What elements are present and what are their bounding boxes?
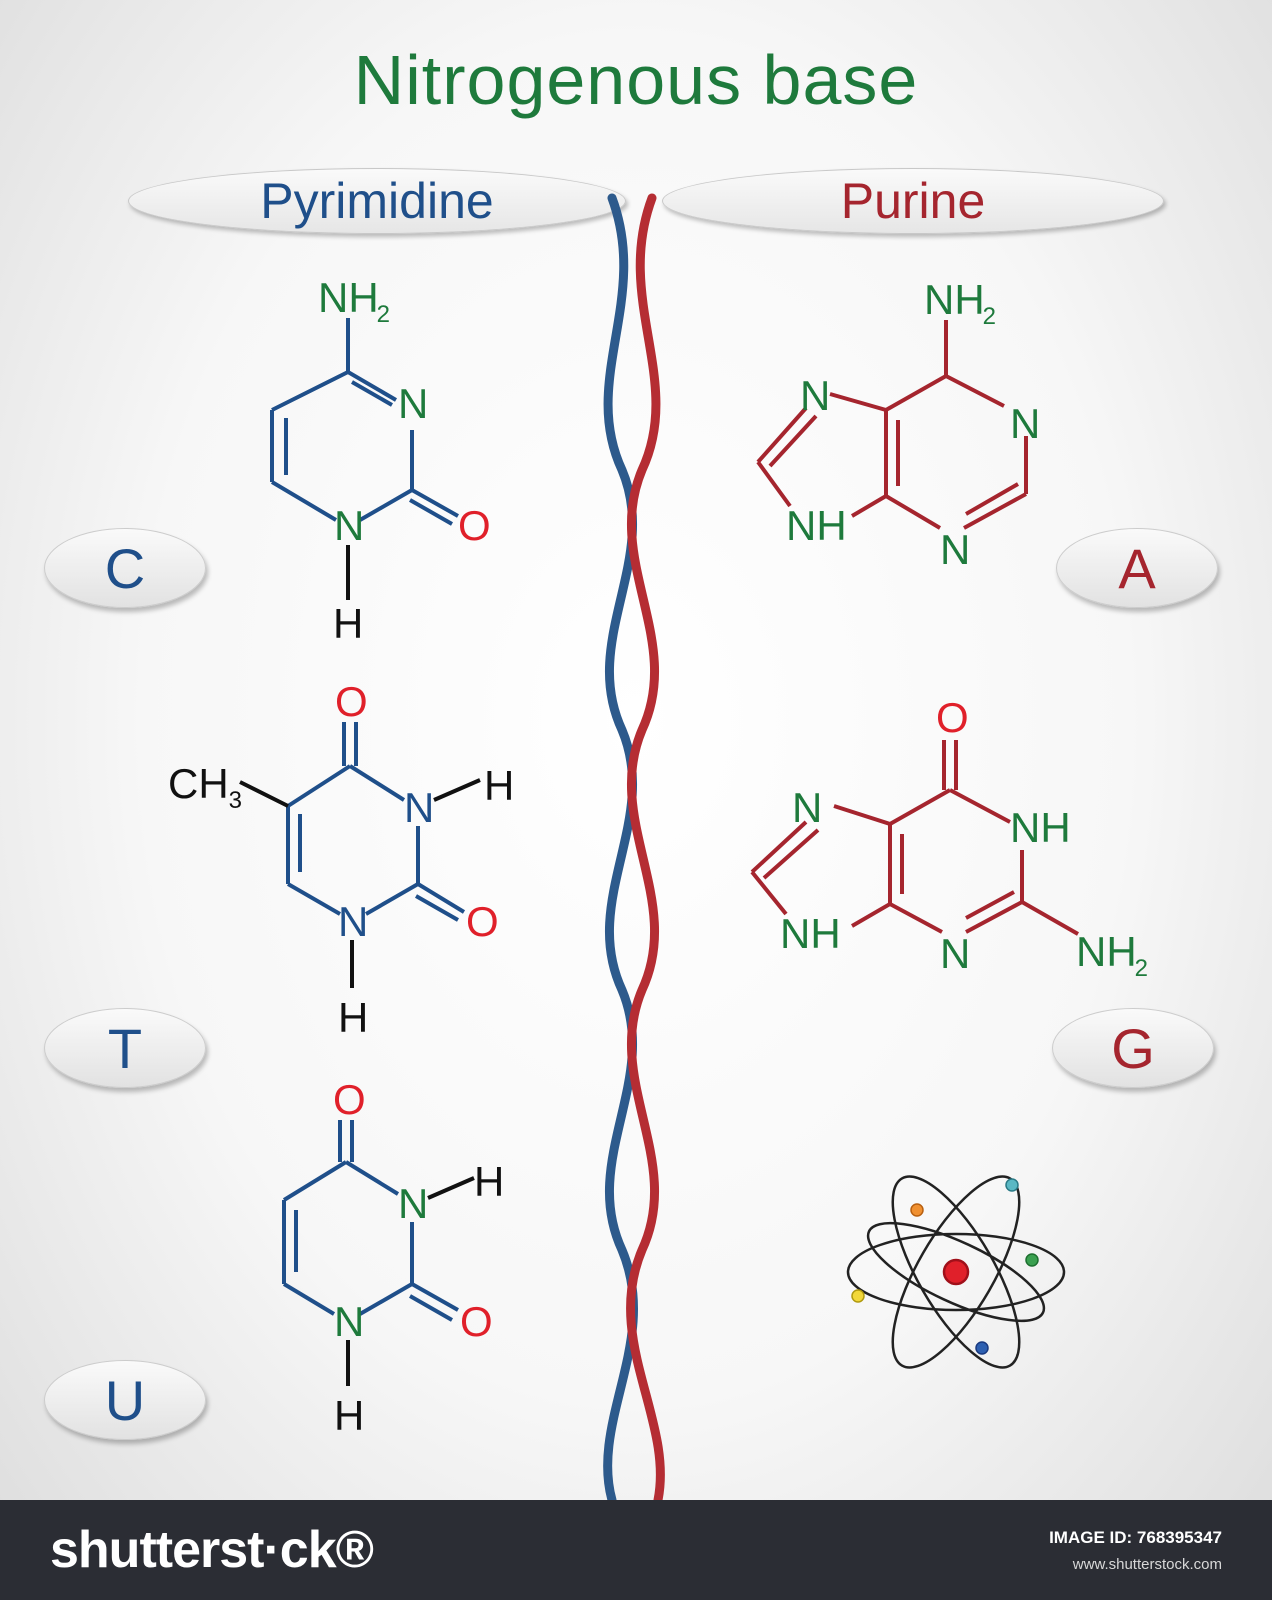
thymine-n1-label: N	[338, 898, 368, 945]
uracil-h1-label: H	[334, 1392, 364, 1439]
base-g-badge: G	[1052, 1008, 1214, 1088]
cytosine-o-label: O	[458, 502, 491, 549]
thymine-structure	[239, 722, 481, 922]
base-c-badge: C	[44, 528, 206, 608]
base-a-badge: A	[1056, 528, 1218, 608]
guanine-amine-label: NH2	[1076, 928, 1148, 982]
uracil-o2-label: O	[460, 1298, 493, 1345]
helix-strand-red	[626, 193, 665, 1500]
cytosine-n3-label: N	[398, 380, 428, 427]
footer-bar: shutterst·ck® IMAGE ID: 768395347 www.sh…	[0, 1500, 1272, 1600]
image-id: IMAGE ID: 768395347	[1049, 1528, 1222, 1547]
structures-canvas: NH2 N N O H O CH3 N H N O H	[168, 193, 1148, 1500]
uracil-h3-label: H	[474, 1158, 504, 1205]
thymine-o4-label: O	[335, 678, 368, 725]
adenine-amine-label: NH2	[924, 276, 996, 330]
adenine-n3-label: N	[940, 526, 970, 573]
dna-helix	[603, 193, 665, 1500]
cytosine-h-label: H	[333, 600, 363, 647]
cytosine-structure	[270, 318, 459, 526]
thymine-h1-label: H	[338, 994, 368, 1041]
adenine-n7-label: N	[800, 372, 830, 419]
thymine-methyl-label: CH3	[168, 760, 242, 814]
adenine-n9-label: NH	[786, 502, 847, 549]
brand-logo: shutterst·ck®	[50, 1521, 374, 1579]
purine-label: Purine	[662, 168, 1164, 234]
guanine-n1-label: NH	[1010, 804, 1071, 851]
cytosine-n1-label: N	[334, 502, 364, 549]
guanine-structure	[750, 740, 1079, 936]
cytosine-amine-label: NH2	[318, 274, 390, 328]
adenine-structure	[756, 320, 1028, 530]
guanine-o6-label: O	[936, 694, 969, 741]
uracil-n3-label: N	[398, 1180, 428, 1227]
guanine-n3-label: N	[940, 930, 970, 977]
uracil-structure	[282, 1120, 475, 1322]
uracil-n1-label: N	[334, 1298, 364, 1345]
helix-strand-blue	[603, 193, 638, 1500]
site-link[interactable]: www.shutterstock.com	[1072, 1556, 1222, 1573]
guanine-n9-label: NH	[780, 910, 841, 957]
uracil-o4-label: O	[333, 1076, 366, 1123]
base-u-badge: U	[44, 1360, 206, 1440]
base-t-badge: T	[44, 1008, 206, 1088]
atom-icon	[846, 1175, 1066, 1369]
page-title: Nitrogenous base	[353, 41, 919, 119]
thymine-n3-label: N	[404, 784, 434, 831]
guanine-n7-label: N	[792, 784, 822, 831]
adenine-n1-label: N	[1010, 400, 1040, 447]
pyrimidine-label: Pyrimidine	[128, 168, 626, 234]
thymine-h3-label: H	[484, 762, 514, 809]
thymine-o2-label: O	[466, 898, 499, 945]
